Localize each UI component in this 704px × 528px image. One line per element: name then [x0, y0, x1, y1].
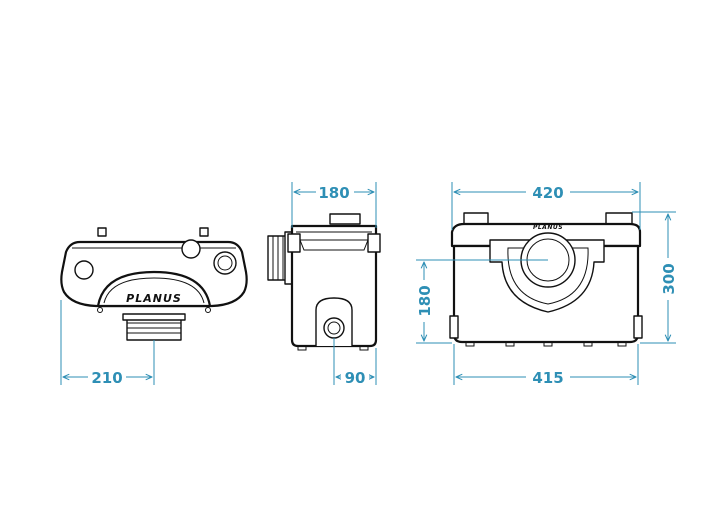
- dimension-label-180-top: 180: [318, 184, 349, 202]
- dimension-label-415: 415: [532, 369, 563, 387]
- dimension-label-180-side: 180: [416, 285, 434, 316]
- top-view-tab-right: [199, 227, 209, 237]
- dimension-front-view-inlet-height: 180: [414, 259, 548, 344]
- side-view-outlet-port: [323, 317, 345, 339]
- front-view-brand-logo: PLANUS: [533, 224, 563, 231]
- top-view-brand-logo: PLANUS: [126, 292, 182, 305]
- dimension-label-210: 210: [91, 369, 122, 387]
- dimension-front-view-base-width: 415: [453, 344, 639, 387]
- side-view: [267, 213, 381, 351]
- dimension-top-view-width: 210: [60, 300, 155, 387]
- dimension-side-view-outlet: 90: [333, 338, 377, 387]
- top-view-hole-center: [181, 239, 201, 259]
- side-view-lid-tab: [329, 213, 361, 225]
- dimension-label-90: 90: [345, 369, 366, 387]
- dimension-side-view-depth: 180: [291, 182, 377, 228]
- side-view-body: [290, 224, 378, 348]
- dimension-label-420: 420: [532, 184, 563, 202]
- dimension-front-view-height: 300: [632, 211, 678, 344]
- top-view: PLANUS: [60, 227, 248, 341]
- top-view-inlet: [213, 251, 237, 275]
- top-view-tab-left: [97, 227, 107, 237]
- dimension-label-300: 300: [660, 263, 678, 294]
- top-view-outlet-pipe: [122, 313, 186, 341]
- top-view-hole-left: [74, 260, 94, 280]
- front-view: PLANUS: [449, 212, 643, 347]
- top-view-hood: [96, 270, 212, 308]
- dimension-front-view-top-width: 420: [451, 182, 641, 230]
